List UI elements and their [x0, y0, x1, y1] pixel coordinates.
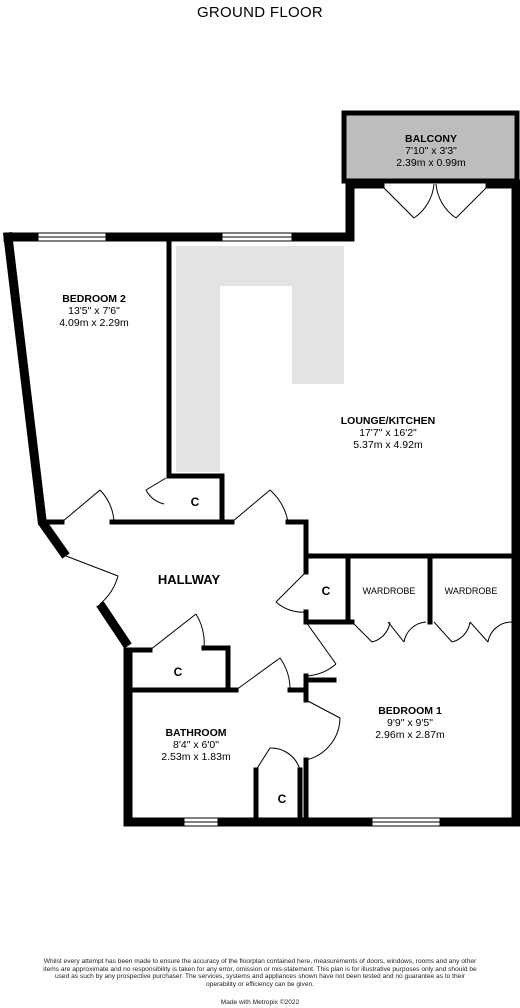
kitchen-counter	[176, 246, 344, 472]
bedroom1-label: BEDROOM 1 9'9" x 9'5" 2.96m x 2.87m	[375, 705, 445, 741]
internal-walls	[39, 237, 517, 823]
cupboard-label: C	[278, 792, 287, 806]
windows	[37, 232, 441, 827]
bedroom1-name: BEDROOM 1	[378, 705, 442, 717]
bedroom2-name: BEDROOM 2	[62, 293, 126, 305]
cupboard-label: C	[322, 584, 331, 598]
hallway-name: HALLWAY	[158, 572, 221, 587]
wardrobe-label: WARDROBE	[445, 586, 498, 596]
balcony-metric: 2.39m x 0.99m	[396, 157, 466, 169]
lounge-label: LOUNGE/KITCHEN 17'7" x 16'2" 5.37m x 4.9…	[341, 415, 436, 451]
balcony-imperial: 7'10" x 3'3"	[405, 145, 457, 157]
floor-title: GROUND FLOOR	[196, 4, 324, 21]
bathroom-name: BATHROOM	[165, 727, 226, 739]
bathroom-metric: 2.53m x 1.83m	[161, 751, 231, 763]
outer-walls	[2, 179, 520, 827]
door-swings	[61, 183, 513, 771]
cupboard-label: C	[174, 665, 183, 679]
lounge-name: LOUNGE/KITCHEN	[341, 415, 436, 427]
bedroom1-metric: 2.96m x 2.87m	[375, 729, 445, 741]
bedroom1-imperial: 9'9" x 9'5"	[387, 717, 433, 729]
hall-angled-walls	[38, 519, 132, 649]
lounge-metric: 5.37m x 4.92m	[353, 439, 423, 451]
balcony-name: BALCONY	[405, 133, 457, 145]
bedroom2-imperial: 13'5" x 7'6"	[68, 305, 120, 317]
bedroom2-metric: 4.09m x 2.29m	[59, 317, 129, 329]
bathroom-label: BATHROOM 8'4" x 6'0" 2.53m x 1.83m	[161, 727, 231, 763]
balcony-area	[341, 110, 520, 184]
balcony-label: BALCONY 7'10" x 3'3" 2.39m x 0.99m	[396, 133, 466, 169]
bathroom-imperial: 8'4" x 6'0"	[173, 739, 219, 751]
cupboard-label: C	[191, 495, 200, 509]
disclaimer: Whilst every attempt has been made to en…	[43, 958, 477, 988]
wardrobe-label: WARDROBE	[363, 586, 416, 596]
bedroom2-label: BEDROOM 2 13'5" x 7'6" 4.09m x 2.29m	[59, 293, 129, 329]
lounge-imperial: 17'7" x 16'2"	[359, 427, 417, 439]
credit: Made with Metropix ©2022	[220, 999, 300, 1006]
